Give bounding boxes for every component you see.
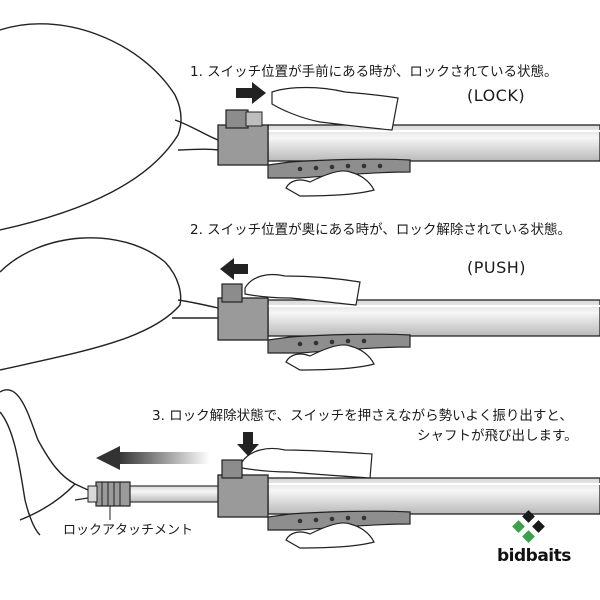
hand-grip-1 — [285, 170, 375, 197]
lock-block-2 — [217, 297, 269, 341]
step-3-text-line2: シャフトが飛び出します。 — [417, 428, 578, 444]
lock-block-3 — [217, 474, 269, 518]
lock-attachment — [87, 481, 131, 507]
motion-arrow-icon — [96, 446, 210, 470]
net-hoop-1 — [0, 23, 182, 231]
hand-thumb-3 — [241, 447, 373, 479]
arrow-right-icon — [236, 82, 266, 104]
panel-1 — [0, 23, 600, 231]
brand-logo-text: bidbaits — [497, 546, 571, 566]
hoop-yoke-2 — [172, 299, 219, 319]
step-1-mode: (LOCK) — [467, 86, 526, 105]
hand-grip-2 — [285, 344, 375, 371]
step-2-mode: (PUSH) — [467, 258, 527, 277]
extended-shaft — [127, 485, 221, 503]
arrow-down-icon — [237, 432, 259, 456]
handle-3 — [267, 510, 411, 531]
panel-3 — [0, 389, 600, 549]
hand-thumb-1 — [271, 86, 399, 131]
net-hoop-3 — [0, 389, 77, 521]
bidbaits-logo-icon — [512, 510, 545, 543]
step-1-text: 1. スイッチ位置が手前にある時が、ロックされている状態。 — [190, 64, 558, 80]
hoop-yoke-1 — [174, 119, 219, 151]
panel-2 — [0, 237, 600, 371]
handle-2 — [267, 333, 411, 354]
net-hoop-2 — [0, 237, 182, 371]
step-2-text: 2. スイッチ位置が奥にある時が、ロック解除されている状態。 — [190, 222, 571, 238]
net-hoop-3b — [0, 411, 41, 536]
lock-block-1 — [217, 124, 269, 166]
hand-thumb-2 — [244, 273, 361, 306]
step-3-text-line1: 3. ロック解除状態で、スイッチを押さえながら勢いよく振り出すと、 — [152, 408, 573, 424]
hand-grip-3 — [285, 522, 375, 549]
lock-attachment-label: ロックアタッチメント — [63, 523, 194, 538]
arrow-left-icon — [220, 258, 248, 280]
handle-1 — [267, 158, 411, 179]
